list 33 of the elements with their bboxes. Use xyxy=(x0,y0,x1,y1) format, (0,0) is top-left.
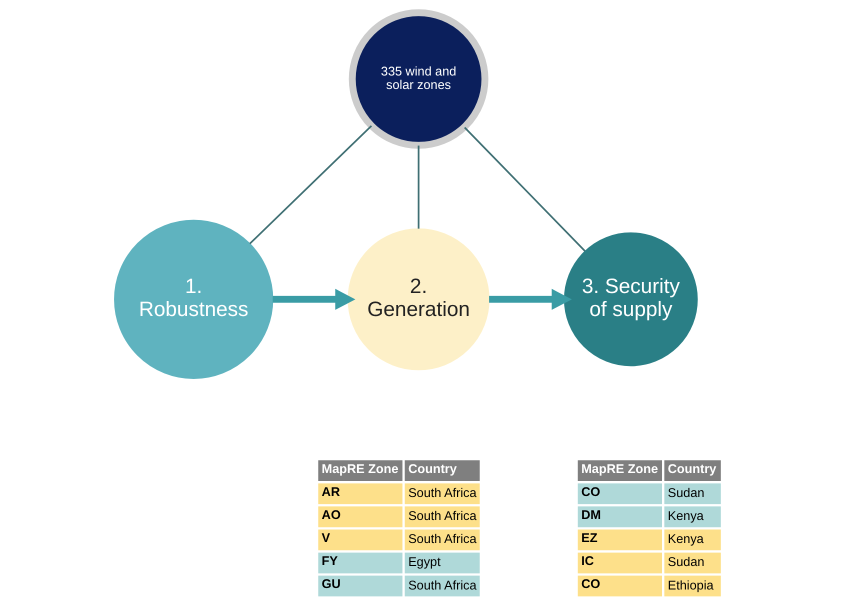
label: EZ xyxy=(580,530,597,545)
label: CO xyxy=(580,577,600,592)
connector xyxy=(417,146,419,229)
connector xyxy=(248,125,372,244)
node-circle: 2. Generation xyxy=(347,228,490,370)
label: GU xyxy=(321,577,340,592)
node-circle: 335 wind and solar zones xyxy=(348,9,488,149)
label: Sudan xyxy=(667,555,704,570)
label: DM xyxy=(580,508,600,522)
label: Kenya xyxy=(667,532,704,546)
arrow xyxy=(488,288,572,310)
label: South Africa xyxy=(408,486,476,500)
label: FY xyxy=(321,554,338,568)
label: Kenya xyxy=(667,509,704,524)
label: MapRE Zone xyxy=(321,462,398,476)
label: Country xyxy=(667,462,716,476)
label: Egypt xyxy=(408,555,440,570)
label: V xyxy=(321,530,330,545)
node-circle: 1. Robustness xyxy=(114,220,273,379)
node-circle: 3. Security of supply xyxy=(563,232,698,366)
label: South Africa xyxy=(408,509,476,524)
label: AO xyxy=(321,508,340,522)
label: IC xyxy=(580,554,594,568)
label: AR xyxy=(321,484,340,499)
arrow xyxy=(272,288,355,310)
label: MapRE Zone xyxy=(580,462,658,476)
label: Ethiopia xyxy=(667,578,714,592)
label: Sudan xyxy=(667,486,704,500)
connector xyxy=(464,126,586,252)
label: South Africa xyxy=(408,532,476,546)
label: CO xyxy=(580,484,600,499)
label: Country xyxy=(408,462,456,476)
label: South Africa xyxy=(408,578,476,592)
